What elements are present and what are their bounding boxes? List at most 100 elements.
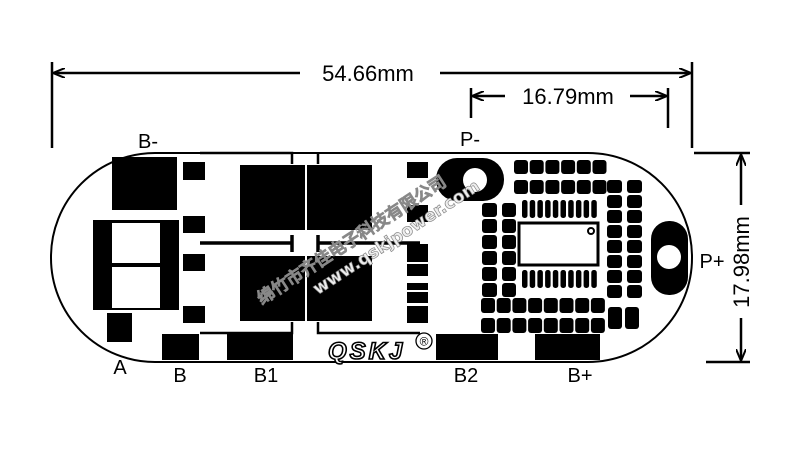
resistor-array-pad	[512, 318, 527, 333]
label-p-plus: P+	[699, 251, 724, 273]
resistor-array-pad	[627, 195, 642, 208]
ic-pin	[545, 270, 551, 288]
b2-pad	[436, 334, 498, 360]
resistor-array-pad	[482, 283, 497, 297]
resistor-array-pad	[481, 298, 495, 313]
resistor-array-pad	[482, 203, 497, 217]
resistor-array-pad	[559, 298, 574, 313]
resistor-array-pad	[625, 307, 639, 329]
resistor-array-pad	[514, 160, 528, 174]
resistor-array-pad	[576, 180, 591, 194]
resistor-array-pad	[482, 251, 497, 265]
resistor-array-pad	[561, 160, 576, 174]
resistor-array-pad	[482, 235, 497, 249]
smd-pad	[407, 244, 428, 262]
smd-pad	[183, 162, 205, 180]
ic-pin	[537, 270, 543, 288]
resistor-array-pad	[482, 267, 497, 281]
smd-pad	[407, 264, 428, 276]
resistor-array-pad	[529, 180, 544, 194]
ic-pin	[560, 270, 566, 288]
resistor-array-pad	[607, 285, 622, 298]
resistor-array-pad	[576, 160, 591, 174]
ic-pin	[591, 200, 597, 218]
ic-pin	[552, 270, 559, 288]
resistor-array-pad	[575, 318, 590, 333]
smd-pad	[407, 283, 428, 290]
smd-pad	[183, 254, 205, 271]
dimension-pad-spacing	[469, 88, 670, 128]
resistor-array-pad	[607, 270, 622, 283]
mosfet-pad	[307, 256, 372, 321]
resistor-array-pad	[482, 219, 497, 233]
resistor-array-pad	[592, 160, 607, 174]
ic-body	[517, 221, 600, 267]
dimension-width	[694, 151, 750, 364]
resistor-array-pad	[514, 180, 528, 194]
b-pad	[162, 334, 199, 360]
resistor-array-pad	[627, 180, 642, 193]
ic-pin1-dot	[587, 227, 595, 235]
resistor-array-pad	[502, 235, 516, 249]
resistor-array-pad	[627, 285, 642, 298]
label-b-plus: B+	[567, 365, 592, 387]
resistor-array-pad	[545, 160, 560, 174]
resistor-array-pad	[592, 180, 607, 194]
dimension-pad-spacing-label: 16.79mm	[522, 84, 614, 109]
ic-pin	[591, 270, 597, 288]
ic-pin	[545, 200, 551, 218]
resistor-array-pad	[627, 210, 642, 223]
ic-pin	[522, 270, 528, 288]
resistor-array-pad	[590, 318, 605, 333]
label-b-minus: B-	[138, 131, 158, 153]
resistor-array-pad	[627, 240, 642, 253]
ic-pin	[560, 200, 566, 218]
registered-mark-circle	[415, 332, 433, 350]
ic-pin	[529, 200, 536, 218]
resistor-array-pad	[529, 160, 544, 174]
qskj-logo: QSKJ	[328, 338, 405, 365]
ic-pin	[575, 270, 582, 288]
resistor-array-pad	[559, 318, 574, 333]
resistor-array-pad	[496, 298, 511, 313]
resistor-array-pad	[627, 255, 642, 268]
resistor-array-pad	[543, 318, 558, 333]
resistor-array-pad	[496, 318, 511, 333]
ic-pin	[552, 200, 559, 218]
smd-pad	[407, 162, 428, 178]
resistor-array-pad	[502, 267, 516, 281]
label-b1: B1	[254, 365, 278, 387]
a-pad	[107, 313, 132, 342]
smd-pad	[183, 306, 205, 323]
smd-pad	[407, 205, 428, 222]
resistor-array-pad	[627, 225, 642, 238]
dimension-total-length	[50, 62, 694, 148]
silkscreen-lines	[200, 151, 420, 335]
ic-pin	[583, 200, 590, 218]
resistor-array-pad	[575, 298, 590, 313]
ic-pin	[537, 200, 543, 218]
label-b2: B2	[454, 365, 478, 387]
resistor-array-pad	[607, 195, 622, 208]
smd-pad	[407, 306, 428, 323]
resistor-array-pad	[627, 270, 642, 283]
ic-pin	[529, 270, 536, 288]
mosfet-pad	[240, 165, 305, 230]
mosfet-window	[112, 223, 160, 263]
ic-pin	[568, 270, 574, 288]
resistor-array-pad	[561, 180, 576, 194]
resistor-array-pad	[512, 298, 527, 313]
resistor-array-pad	[607, 225, 622, 238]
resistor-array-pad	[528, 298, 543, 313]
ic-pin	[583, 270, 590, 288]
resistor-array-pad	[607, 180, 622, 193]
b-minus-pad	[112, 157, 177, 210]
smd-pad	[183, 216, 205, 233]
resistor-array-pad	[502, 283, 516, 297]
p-plus-hole	[657, 245, 681, 269]
b1-pad	[227, 334, 293, 360]
resistor-array-pad	[607, 240, 622, 253]
resistor-array-pad	[502, 251, 516, 265]
resistor-array-pad	[502, 203, 516, 217]
